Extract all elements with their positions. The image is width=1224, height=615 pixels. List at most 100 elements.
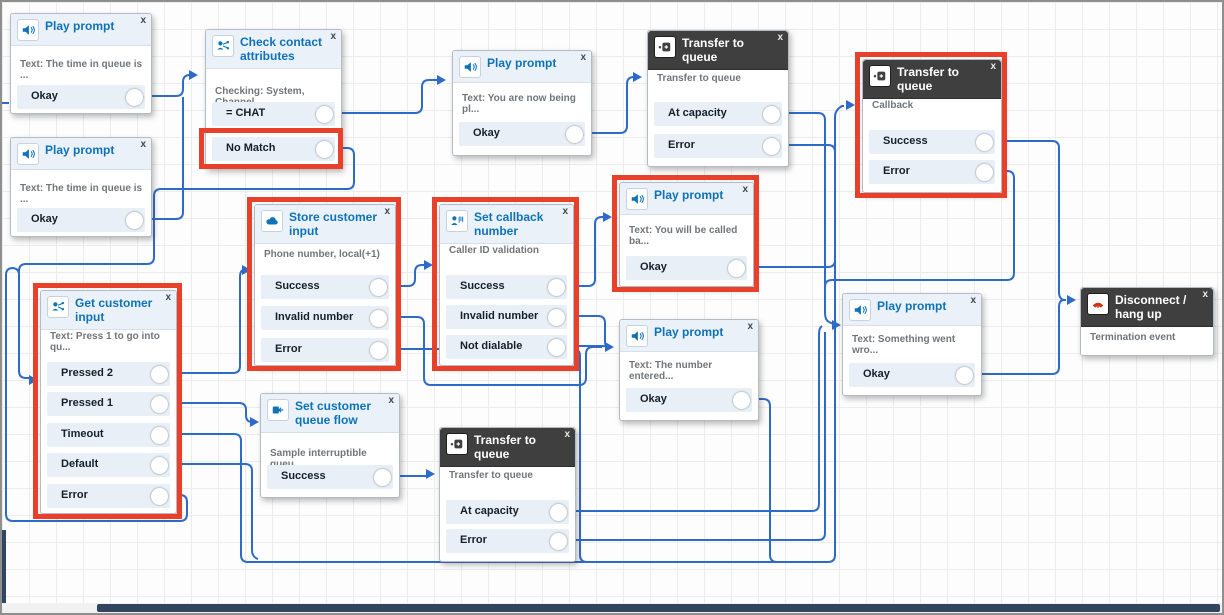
node-play-prompt-5[interactable]: Play prompt x Text: The number entered..… — [619, 319, 759, 421]
close-icon[interactable]: x — [384, 206, 390, 217]
connector-arrowhead — [437, 75, 446, 85]
node-set-customer-queue-flow[interactable]: Set customer queue flow x Sample interru… — [260, 393, 400, 498]
output-port[interactable] — [151, 456, 168, 474]
node-set-callback-number[interactable]: Set callback number x Caller ID validati… — [439, 204, 574, 366]
output-row: Error — [261, 338, 389, 362]
node-description: Transfer to queue — [657, 73, 741, 84]
node-play-prompt-4[interactable]: Play prompt x Text: You will be called b… — [619, 182, 754, 287]
output-port[interactable] — [763, 105, 780, 123]
node-title: Play prompt — [877, 299, 947, 313]
connector-arrowhead — [29, 375, 38, 385]
close-icon[interactable]: x — [777, 32, 783, 43]
connector — [1000, 140, 1065, 301]
node-play-prompt-2[interactable]: Play prompt x Text: The time in queue is… — [10, 137, 152, 237]
node-get-customer-input[interactable]: Get customer input x Text: Press 1 to go… — [40, 290, 177, 514]
output-port[interactable] — [370, 341, 387, 359]
customer-input-icon — [47, 296, 69, 318]
node-play-prompt-6[interactable]: Play prompt x Text: Something went wro..… — [842, 293, 982, 396]
close-icon[interactable]: x — [562, 206, 568, 217]
node-transfer-to-queue-1[interactable]: Transfer to queue x Transfer to queue At… — [647, 30, 789, 167]
output-port[interactable] — [550, 503, 567, 521]
connector — [755, 252, 836, 268]
close-icon[interactable]: x — [970, 295, 976, 306]
node-play-prompt-3[interactable]: Play prompt x Text: You are now being pl… — [452, 50, 592, 156]
output-row: Okay — [849, 363, 975, 387]
node-disconnect-hang-up[interactable]: Disconnect / hang up x Termination event — [1080, 287, 1214, 356]
output-port[interactable] — [728, 259, 745, 277]
node-store-customer-input[interactable]: Store customer input x Phone number, loc… — [254, 204, 396, 366]
node-description: Text: You are now being pl... — [462, 93, 576, 115]
output-port[interactable] — [370, 278, 387, 296]
contact-attributes-icon — [212, 35, 234, 57]
connector — [570, 345, 608, 348]
output-row: Success — [261, 275, 389, 299]
node-title: Disconnect / hang up — [1115, 293, 1187, 321]
close-icon[interactable]: x — [140, 15, 146, 26]
output-port[interactable] — [566, 125, 583, 143]
speaker-icon — [626, 188, 648, 210]
close-icon[interactable]: x — [990, 61, 996, 72]
connector — [588, 76, 635, 134]
node-play-prompt-1[interactable]: Play prompt x Text: The time in queue is… — [10, 13, 152, 114]
disconnect-phone-icon — [1087, 293, 1109, 315]
connector — [338, 79, 439, 114]
node-description: Transfer to queue — [449, 470, 533, 481]
cloud-icon — [261, 210, 283, 232]
output-port[interactable] — [151, 487, 168, 505]
close-icon[interactable]: x — [1202, 289, 1208, 300]
output-port[interactable] — [763, 137, 780, 155]
output-port[interactable] — [733, 391, 750, 409]
output-port[interactable] — [976, 163, 993, 181]
output-port[interactable] — [550, 532, 567, 550]
output-port[interactable] — [548, 338, 565, 356]
node-transfer-to-queue-callback[interactable]: Transfer to queue x Callback Success Err… — [862, 59, 1002, 193]
close-icon[interactable]: x — [747, 321, 753, 332]
output-port[interactable] — [976, 133, 993, 151]
connector — [173, 269, 245, 374]
connector-arrowhead — [189, 70, 198, 80]
node-transfer-to-queue-3[interactable]: Transfer to queue x Transfer to queue At… — [439, 427, 576, 562]
output-port[interactable] — [956, 366, 973, 384]
output-row: Error — [47, 484, 170, 508]
output-port[interactable] — [548, 308, 565, 326]
node-title: Play prompt — [45, 19, 115, 33]
node-description: Termination event — [1090, 332, 1176, 343]
close-icon[interactable]: x — [330, 31, 336, 42]
node-title: Set callback number — [474, 210, 544, 238]
output-row: Okay — [17, 85, 145, 109]
output-row: Okay — [459, 122, 585, 146]
output-port[interactable] — [370, 309, 387, 327]
output-port[interactable] — [126, 211, 143, 229]
connector — [570, 216, 605, 287]
close-icon[interactable]: x — [388, 395, 394, 406]
connector — [392, 264, 426, 287]
close-icon[interactable]: x — [140, 139, 146, 150]
transfer-queue-icon — [654, 36, 676, 58]
vertical-scrollbar-thumb[interactable] — [2, 530, 6, 608]
output-port[interactable] — [374, 468, 391, 486]
close-icon[interactable]: x — [165, 292, 171, 303]
output-port[interactable] — [548, 278, 565, 296]
speaker-icon — [17, 143, 39, 165]
horizontal-scrollbar[interactable] — [2, 603, 1222, 613]
output-port[interactable] — [151, 395, 168, 413]
close-icon[interactable]: x — [580, 52, 586, 63]
output-port[interactable] — [126, 88, 143, 106]
output-port[interactable] — [151, 426, 168, 444]
connector-arrowhead — [242, 265, 251, 275]
connector-arrowhead — [1067, 295, 1076, 305]
output-row: Default — [47, 453, 170, 477]
output-port[interactable] — [316, 105, 333, 123]
node-title: Get customer input — [75, 296, 153, 324]
horizontal-scrollbar-thumb[interactable] — [97, 604, 1220, 612]
connector-arrowhead — [424, 260, 433, 270]
close-icon[interactable]: x — [564, 429, 570, 440]
node-title: Play prompt — [487, 56, 557, 70]
output-port[interactable] — [316, 140, 333, 158]
node-check-contact-attributes[interactable]: Check contact attributes x Checking: Sys… — [205, 29, 342, 169]
output-port[interactable] — [151, 365, 168, 383]
close-icon[interactable]: x — [742, 184, 748, 195]
node-title: Check contact attributes — [240, 35, 323, 63]
